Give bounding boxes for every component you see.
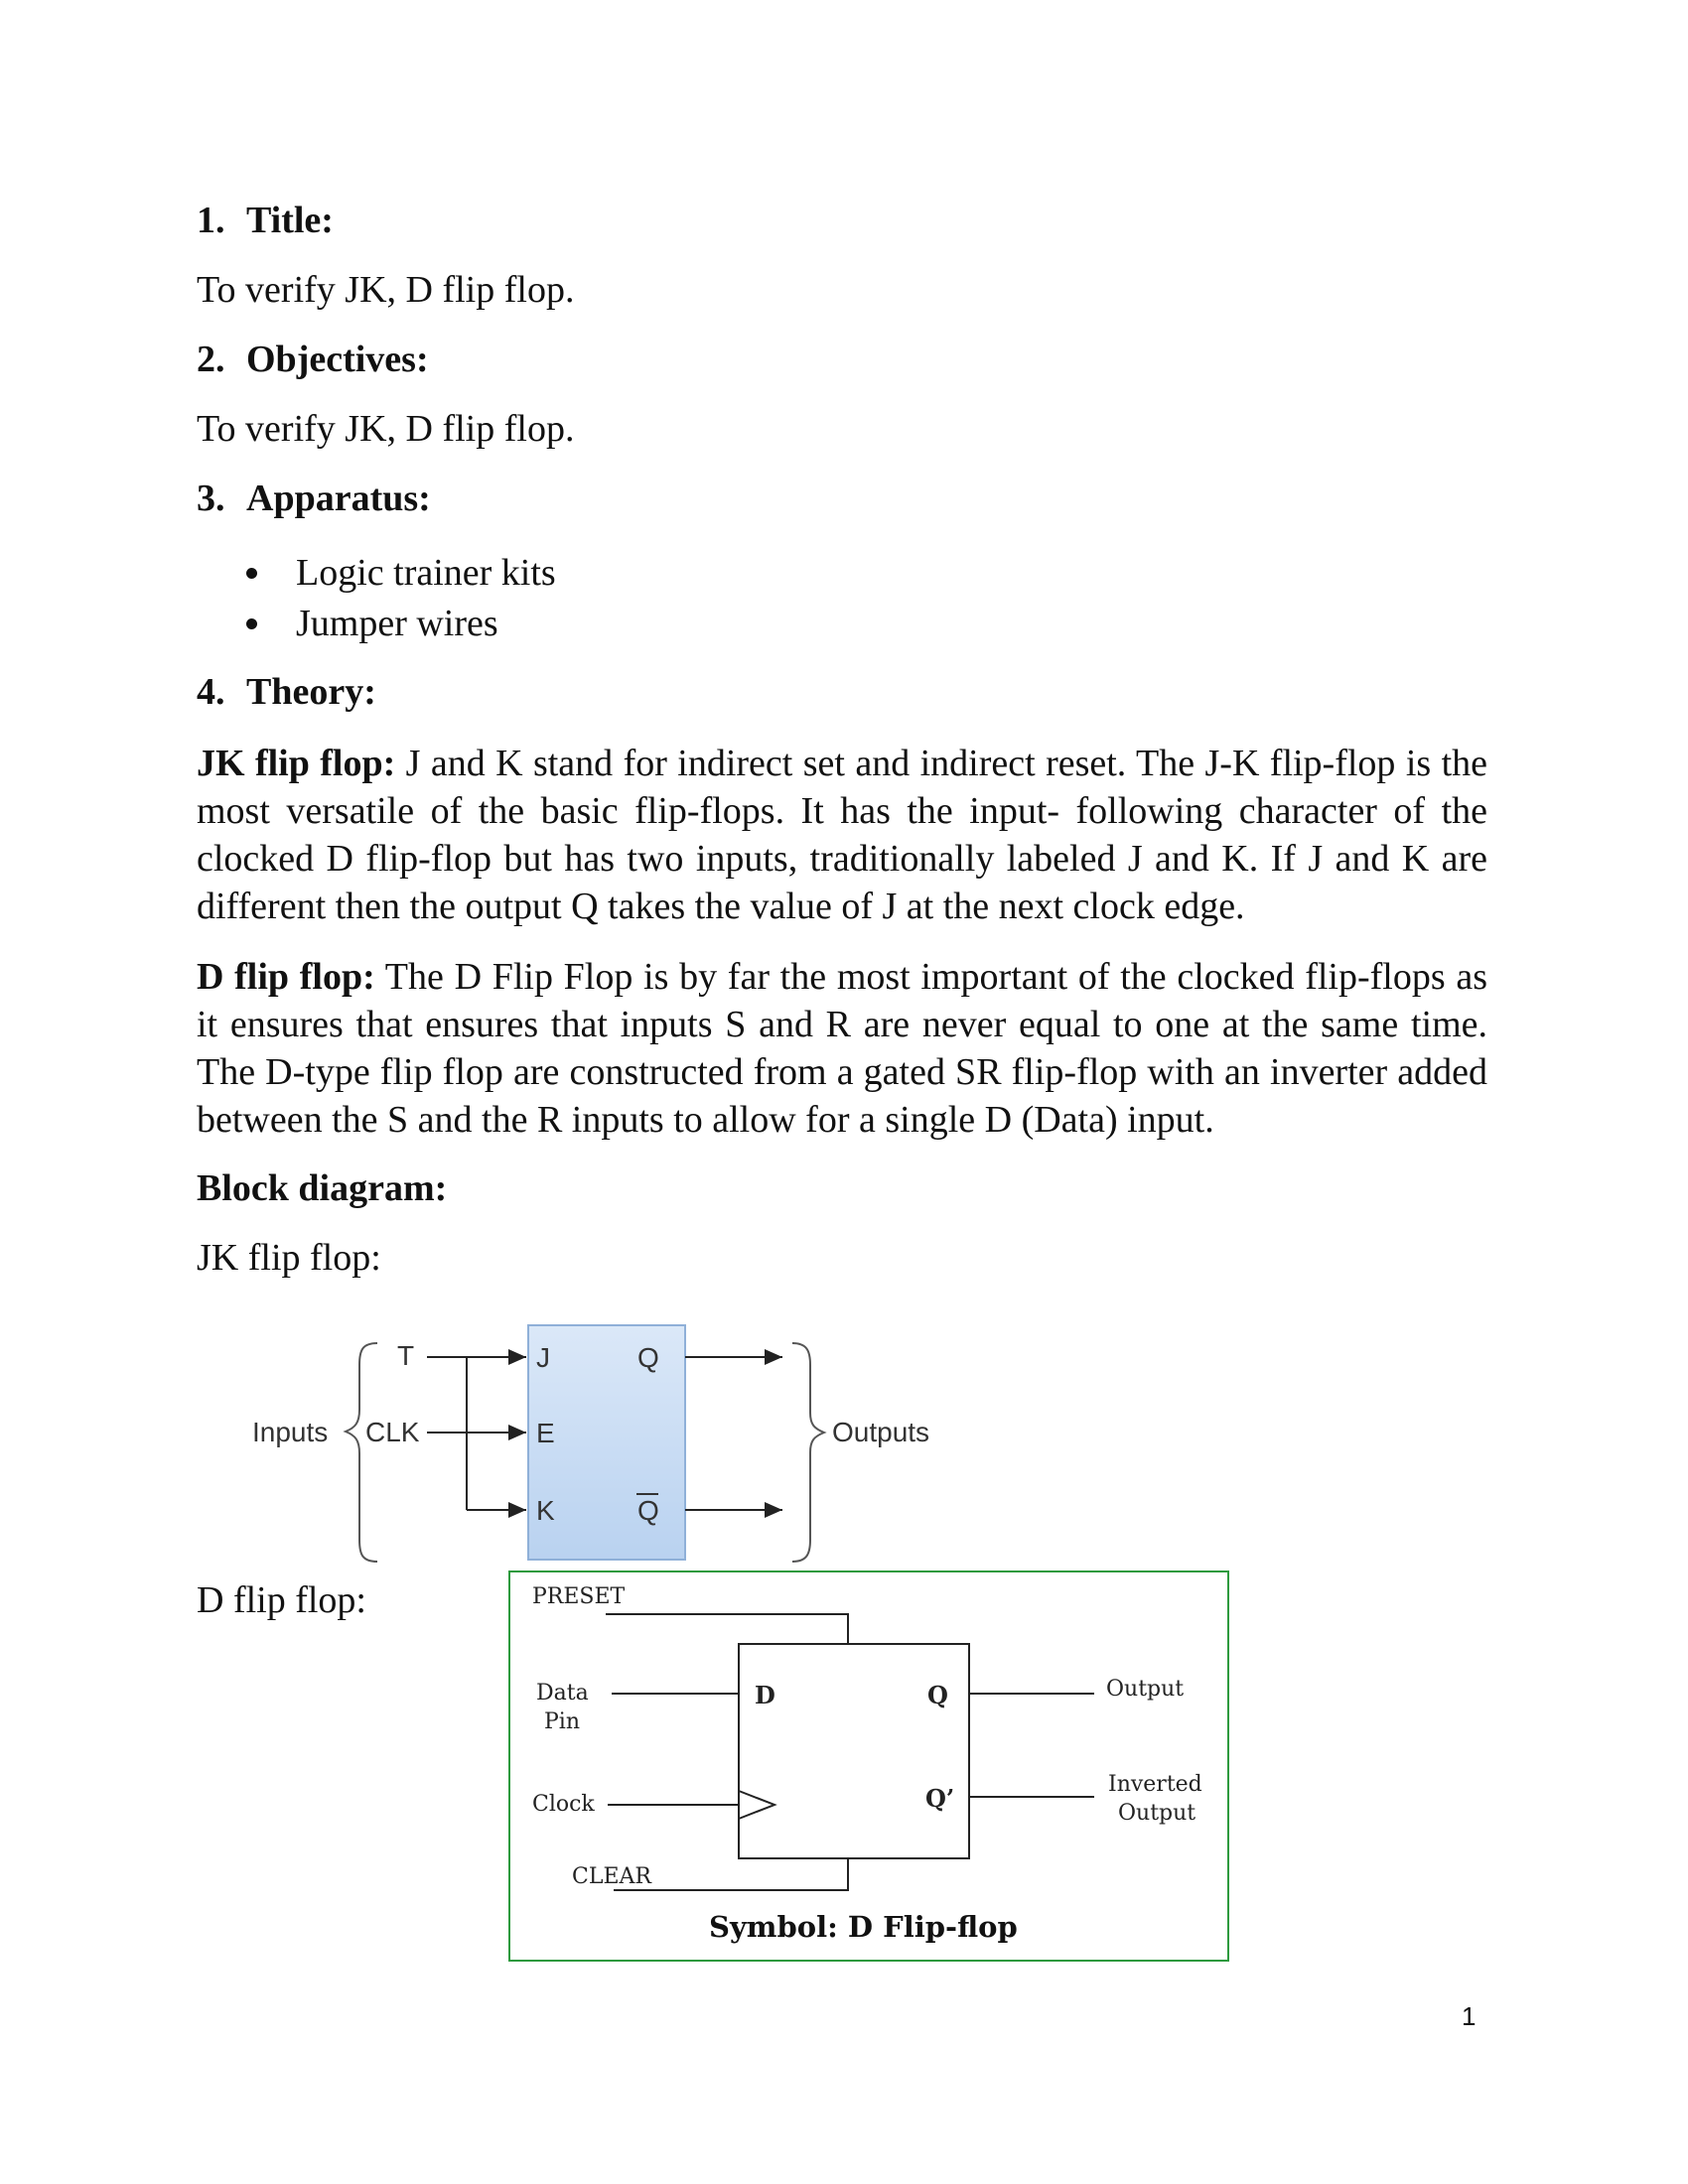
pin-j-label: J xyxy=(536,1342,550,1373)
clear-label: CLEAR xyxy=(572,1864,652,1889)
inputs-label: Inputs xyxy=(252,1417,328,1447)
section-title-heading: 1. Title: xyxy=(197,199,334,242)
heading-text: Title: xyxy=(246,200,334,241)
clear-wire xyxy=(614,1858,849,1891)
section-apparatus-heading: 3. Apparatus: xyxy=(197,477,431,520)
preset-label: PRESET xyxy=(532,1584,626,1609)
apparatus-list: Logic trainer kits Jumper wires xyxy=(246,548,556,649)
input-clk-label: CLK xyxy=(365,1417,420,1447)
symbol-caption: Symbol: D Flip-flop xyxy=(709,1910,1018,1944)
jk-theory-text: J and K stand for indirect set and indir… xyxy=(197,743,1487,927)
block-diagram-heading: Block diagram: xyxy=(197,1167,448,1209)
heading-text: Theory: xyxy=(246,671,376,713)
d-flip-flop-diagram: PRESET Data Pin D Clock CLEAR Q Output Q… xyxy=(508,1570,1229,1962)
jk-theory-label: JK flip flop: xyxy=(197,743,396,784)
d-diagram-caption: D flip flop: xyxy=(197,1579,366,1621)
section-theory-heading: 4. Theory: xyxy=(197,670,376,714)
jk-flip-flop-diagram: Inputs T CLK J E K Q Q Outputs xyxy=(238,1315,1033,1583)
data-pin-label-line1: Data xyxy=(536,1681,589,1706)
output-q-label: Q xyxy=(637,1342,659,1373)
title-text: To verify JK, D flip flop. xyxy=(197,269,575,311)
jk-theory-paragraph: JK flip flop: J and K stand for indirect… xyxy=(197,740,1487,930)
data-pin-label-line2: Pin xyxy=(544,1709,580,1734)
heading-text: Objectives: xyxy=(246,339,429,380)
page-number: 1 xyxy=(1462,2001,1477,2031)
d-theory-paragraph: D flip flop: The D Flip Flop is by far t… xyxy=(197,953,1487,1144)
inputs-brace xyxy=(343,1342,378,1563)
d-theory-text: The D Flip Flop is by far the most impor… xyxy=(197,956,1487,1141)
pin-e-label: E xyxy=(536,1418,555,1448)
list-item: Logic trainer kits xyxy=(246,548,556,599)
pin-d-label: D xyxy=(755,1681,775,1709)
preset-wire xyxy=(606,1613,849,1644)
pin-k-label: K xyxy=(536,1495,555,1526)
d-block xyxy=(738,1643,970,1859)
pin-qprime-label: Q’ xyxy=(925,1784,954,1813)
list-item: Jumper wires xyxy=(246,599,556,649)
output-qbar-label: Q xyxy=(637,1495,659,1526)
inverted-output-label-line1: Inverted xyxy=(1108,1772,1202,1797)
pin-q-label: Q xyxy=(927,1681,948,1709)
clock-triangle xyxy=(738,1790,777,1820)
outputs-brace xyxy=(791,1342,827,1563)
clock-label: Clock xyxy=(532,1792,595,1817)
outputs-label: Outputs xyxy=(832,1417,929,1447)
d-theory-label: D flip flop: xyxy=(197,956,375,998)
objectives-text: To verify JK, D flip flop. xyxy=(197,408,575,450)
jk-block xyxy=(527,1324,686,1561)
input-t-label: T xyxy=(397,1340,414,1371)
section-number: 3. xyxy=(197,478,225,519)
section-number: 1. xyxy=(197,200,225,241)
jk-diagram-caption: JK flip flop: xyxy=(197,1237,381,1279)
section-number: 2. xyxy=(197,339,225,380)
output-label: Output xyxy=(1106,1677,1184,1702)
heading-text: Apparatus: xyxy=(246,478,431,519)
inverted-output-label-line2: Output xyxy=(1118,1801,1196,1826)
section-objectives-heading: 2. Objectives: xyxy=(197,338,429,381)
section-number: 4. xyxy=(197,671,225,713)
